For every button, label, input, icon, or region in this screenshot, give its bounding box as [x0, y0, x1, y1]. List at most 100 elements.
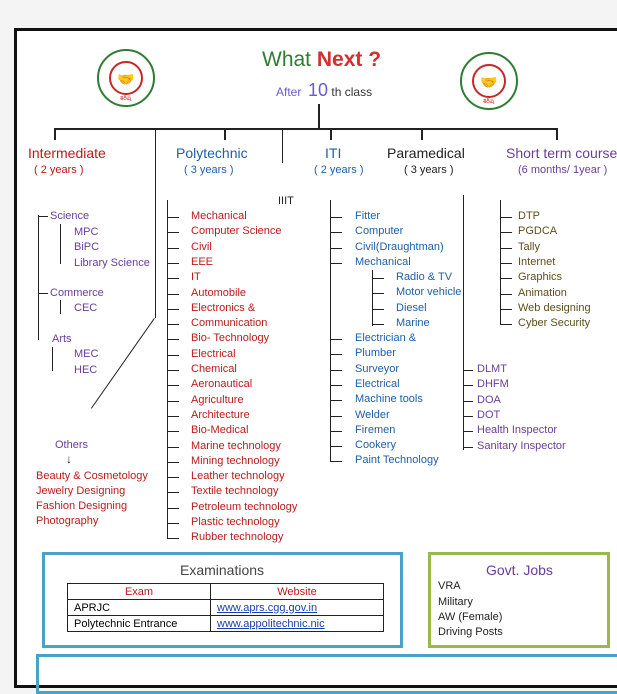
govt-jobs-title: Govt. Jobs — [486, 562, 553, 578]
poly-item: Architecture — [191, 408, 250, 421]
poly-item: Petroleum technology — [191, 500, 298, 513]
others-label: Others — [55, 439, 89, 451]
duration-iti: ( 2 years ) — [314, 164, 364, 176]
poly-item: Chemical — [191, 363, 237, 375]
header-iti: ITI — [325, 145, 342, 161]
poly-item: Bio- Technology — [191, 332, 270, 345]
others-item: Beauty & Cosmetology — [36, 470, 148, 482]
poly-item: Computer Science — [191, 225, 282, 238]
header-iiit: IIIT — [278, 195, 294, 207]
commerce-label: Commerce — [50, 287, 104, 299]
duration-paramedical: ( 3 years ) — [404, 164, 454, 176]
poly-item: Marine technology — [191, 439, 281, 452]
header-intermediate: Intermediate — [28, 145, 106, 161]
iti-item: Civil(Draughtman) — [355, 240, 444, 253]
iti-item: Paint Technology — [355, 454, 439, 467]
poly-item: Bio-Medical — [191, 424, 249, 437]
header-polytechnic: Polytechnic — [176, 145, 248, 161]
table-row: Polytechnic Entrance www.appolitechnic.n… — [67, 615, 384, 632]
short-item: Tally — [518, 240, 541, 253]
science-label: Science — [50, 210, 90, 222]
poly-item: Electrical — [191, 347, 236, 360]
iti-item: Plumber — [355, 347, 396, 360]
poly-item: Rubber technology — [191, 531, 284, 544]
iti-item: Machine tools — [355, 393, 423, 406]
exam-name: Polytechnic Entrance — [67, 615, 211, 632]
science-item: MPC — [74, 226, 99, 238]
exam-name: APRJC — [67, 599, 211, 616]
arts-label: Arts — [52, 333, 72, 345]
examinations-box — [42, 552, 403, 648]
iti-item: Electrician & — [355, 332, 417, 344]
poly-item: Textile technology — [191, 485, 279, 498]
iti-item: Surveyor — [355, 362, 400, 375]
connector-horizontal — [54, 128, 557, 130]
poly-item: Mechanical — [191, 210, 247, 222]
header-paramedical: Paramedical — [387, 145, 465, 161]
para-item: DOA — [477, 393, 501, 406]
poly-item: Communication — [191, 317, 268, 330]
govt-job-item: VRA — [438, 580, 461, 592]
iti-mechanical-item: Radio & TV — [396, 271, 453, 283]
iti-item: Firemen — [355, 423, 396, 436]
poly-item: Civil — [191, 240, 212, 253]
connector-trunk — [318, 104, 320, 128]
table-header: Website — [210, 583, 384, 600]
govt-jobs-box — [428, 552, 610, 648]
science-item: BiPC — [74, 241, 100, 253]
exam-website-link[interactable]: www.appolitechnic.nic — [210, 615, 384, 632]
iti-mechanical-item: Diesel — [396, 301, 427, 314]
iti-item: Cookery — [355, 439, 396, 452]
para-item: DOT — [477, 408, 501, 421]
duration-short-term: (6 months/ 1year ) — [518, 164, 608, 176]
short-item: PGDCA — [518, 225, 558, 238]
para-item: DHFM — [477, 378, 509, 391]
poly-item: Electronics & — [191, 301, 256, 314]
poly-item: Leather technology — [191, 470, 285, 483]
info-sheet — [14, 28, 617, 688]
others-item: Jewelry Designing — [36, 485, 126, 497]
commerce-item: CEC — [74, 302, 98, 314]
para-item: Sanitary Inspector — [477, 439, 566, 452]
arts-item: HEC — [74, 364, 98, 376]
poly-item: Plastic technology — [191, 516, 280, 528]
iti-mechanical-item: Marine — [396, 316, 430, 329]
govt-job-item: AW (Female) — [438, 611, 503, 623]
poly-item: IT — [191, 271, 201, 284]
short-item: Internet — [518, 255, 556, 268]
iti-item: Welder — [355, 408, 390, 421]
para-item: DLMT — [477, 363, 507, 375]
para-item: Health Inspector — [477, 424, 558, 437]
iti-item: Fitter — [355, 210, 381, 222]
page-title: What Next ? — [262, 48, 382, 71]
short-item: Graphics — [518, 271, 563, 284]
poly-item: EEE — [191, 255, 214, 268]
header-short-term: Short term courses — [506, 145, 617, 161]
iti-item: Electrical — [355, 377, 400, 390]
left-logo-emblem: 🤝శిరీష — [97, 49, 155, 107]
bottom-box — [36, 654, 617, 694]
poly-item: Aeronautical — [191, 378, 253, 391]
iti-mechanical-item: Motor vehicle — [396, 286, 462, 299]
examinations-title: Examinations — [180, 562, 265, 578]
right-logo-emblem: 🤝శిరీష — [460, 52, 518, 110]
science-item: Library Science — [74, 257, 150, 269]
poly-item: Agriculture — [191, 393, 244, 406]
duration-polytechnic: ( 3 years ) — [184, 164, 234, 176]
table-row: APRJC www.aprs.cgg.gov.in — [67, 599, 384, 616]
examinations-table: Exam Website APRJC www.aprs.cgg.gov.in P… — [67, 583, 384, 632]
others-item: Photography — [36, 515, 99, 527]
short-item: Cyber Security — [518, 317, 591, 330]
arts-item: MEC — [74, 348, 99, 360]
exam-website-link[interactable]: www.aprs.cgg.gov.in — [210, 599, 384, 616]
govt-job-item: Driving Posts — [438, 626, 503, 638]
poly-item: Automobile — [191, 286, 247, 299]
duration-intermediate: ( 2 years ) — [34, 164, 84, 176]
govt-job-item: Military — [438, 596, 473, 608]
short-item: Web designing — [518, 301, 591, 314]
table-header: Exam — [67, 583, 211, 600]
poly-item: Mining technology — [191, 454, 280, 467]
short-item: Animation — [518, 286, 567, 299]
others-item: Fashion Designing — [36, 500, 128, 512]
iti-item: Mechanical — [355, 255, 411, 268]
